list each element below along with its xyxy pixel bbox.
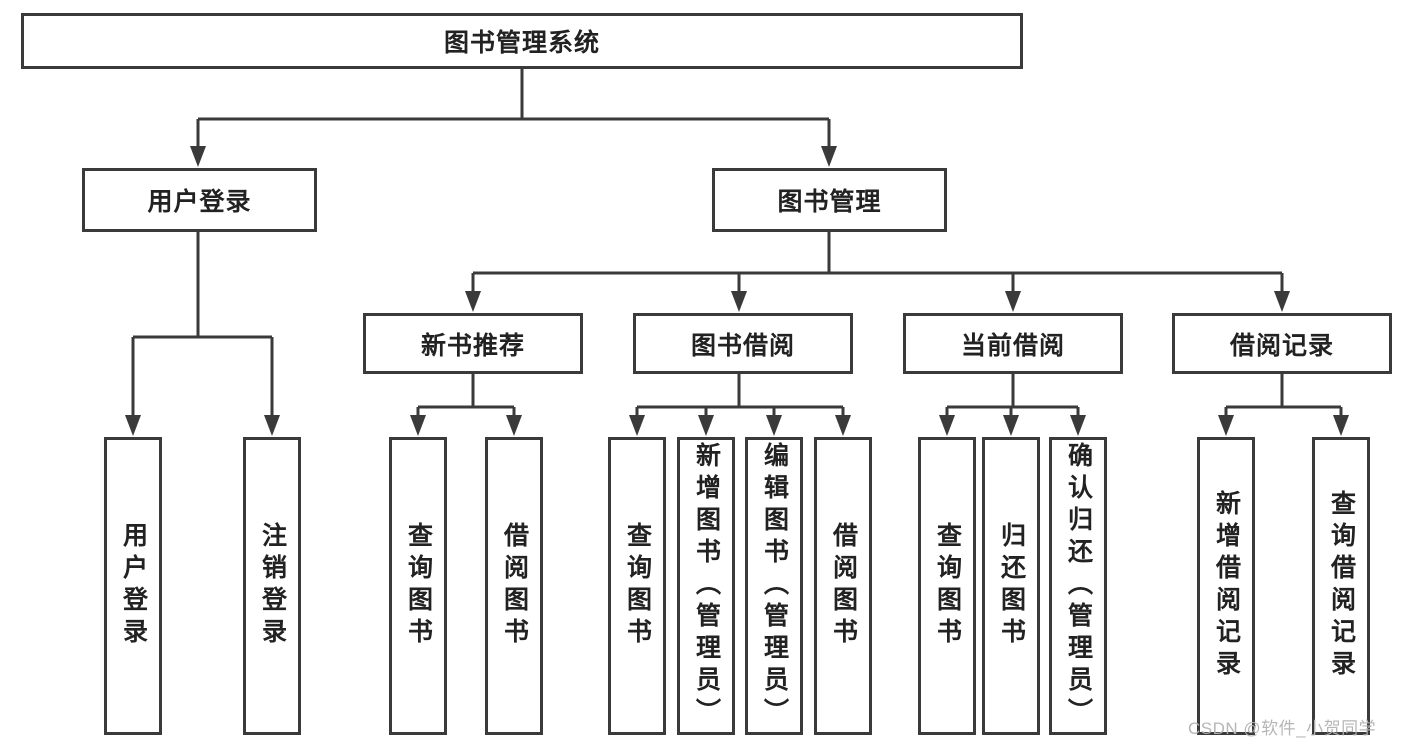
csdn-watermark: CSDN @软件_小贺同学: [1188, 719, 1377, 738]
leaf-label: 用户登录: [119, 522, 148, 650]
node-library-system: 图书管理系统: [21, 13, 1023, 69]
node-label: 图书管理系统: [443, 29, 600, 57]
leaf-label: 新增图书（管理员）: [692, 442, 721, 730]
node-label: 图书借阅: [690, 331, 795, 360]
leaf-label: 查询图书: [404, 522, 433, 650]
leaf-label: 归还图书: [997, 522, 1026, 650]
leaf-logout: 注销登录: [243, 437, 301, 735]
node-label: 新书推荐: [420, 331, 525, 360]
node-new-book-recommend: 新书推荐: [363, 313, 583, 374]
leaf-label: 注销登录: [258, 522, 287, 650]
leaf-label: 编辑图书（管理员）: [760, 442, 789, 730]
leaf-query-book-borrow: 查询图书: [608, 437, 666, 735]
leaf-label: 确认归还（管理员）: [1064, 442, 1093, 730]
leaf-query-book-recommend: 查询图书: [389, 437, 447, 735]
node-current-borrow: 当前借阅: [903, 313, 1123, 374]
node-label: 借阅记录: [1229, 331, 1334, 360]
leaf-label: 查询图书: [933, 522, 962, 650]
leaf-add-book-admin: 新增图书（管理员）: [677, 437, 735, 735]
leaf-confirm-return-admin: 确认归还（管理员）: [1049, 437, 1107, 735]
leaf-query-borrow-record: 查询借阅记录: [1312, 437, 1370, 735]
leaf-label: 查询借阅记录: [1327, 490, 1356, 682]
leaf-borrow-book-recommend: 借阅图书: [485, 437, 543, 735]
leaf-user-login: 用户登录: [104, 437, 162, 735]
arrowheads: [125, 146, 1349, 436]
leaf-label: 查询图书: [623, 522, 652, 650]
leaf-label: 新增借阅记录: [1212, 490, 1241, 682]
leaf-return-book: 归还图书: [982, 437, 1040, 735]
leaf-edit-book-admin: 编辑图书（管理员）: [745, 437, 803, 735]
leaf-query-book-current: 查询图书: [918, 437, 976, 735]
node-label: 图书管理: [777, 188, 882, 216]
node-book-borrow: 图书借阅: [633, 313, 853, 374]
node-borrow-records: 借阅记录: [1172, 313, 1392, 374]
node-book-management: 图书管理: [712, 168, 947, 232]
leaf-add-borrow-record: 新增借阅记录: [1197, 437, 1255, 735]
node-user-login: 用户登录: [82, 168, 317, 232]
node-label: 当前借阅: [960, 331, 1065, 360]
leaf-borrow-book: 借阅图书: [814, 437, 872, 735]
leaf-label: 借阅图书: [500, 522, 529, 650]
leaf-label: 借阅图书: [829, 522, 858, 650]
node-label: 用户登录: [147, 188, 252, 216]
